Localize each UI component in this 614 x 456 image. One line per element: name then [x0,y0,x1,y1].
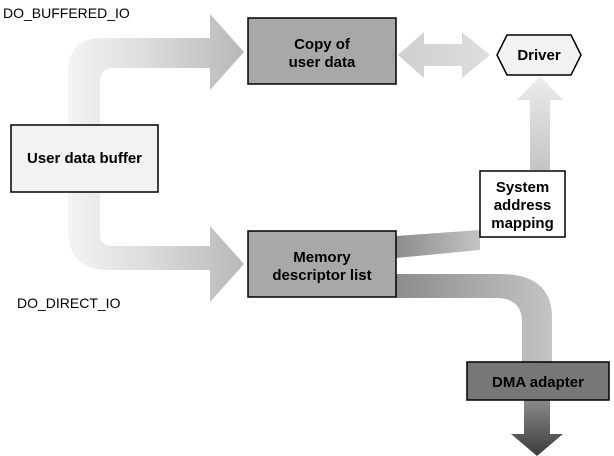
memory-descriptor-list-node: Memory descriptor list [247,230,397,298]
copy-driver-double-arrow [398,32,490,78]
mapping-line-3: mapping [491,215,554,232]
copy-user-data-line-1: Copy of [294,36,351,53]
buffered-io-arrow [68,14,244,125]
buffered-io-label: DO_BUFFERED_IO [3,5,130,21]
direct-io-label: DO_DIRECT_IO [17,295,121,311]
mdl-line-1: Memory [293,249,351,266]
mapping-line-2: address [494,197,552,214]
mapping-to-driver-arrow [517,76,563,170]
user-data-buffer-node: User data buffer [10,124,159,193]
user-data-buffer-label: User data buffer [27,150,142,167]
dma-adapter-node: DMA adapter [466,361,610,401]
dma-adapter-label: DMA adapter [492,374,584,391]
copy-user-data-node: Copy of user data [247,17,397,85]
mdl-line-2: descriptor list [272,267,371,284]
driver-label: Driver [517,47,561,64]
system-address-mapping-node: System address mapping [479,170,566,238]
mapping-line-1: System [496,179,549,196]
mdl-to-mapping-connector [396,230,480,258]
copy-user-data-line-2: user data [289,54,356,71]
direct-io-arrow [68,192,244,302]
driver-node: Driver [496,34,582,76]
